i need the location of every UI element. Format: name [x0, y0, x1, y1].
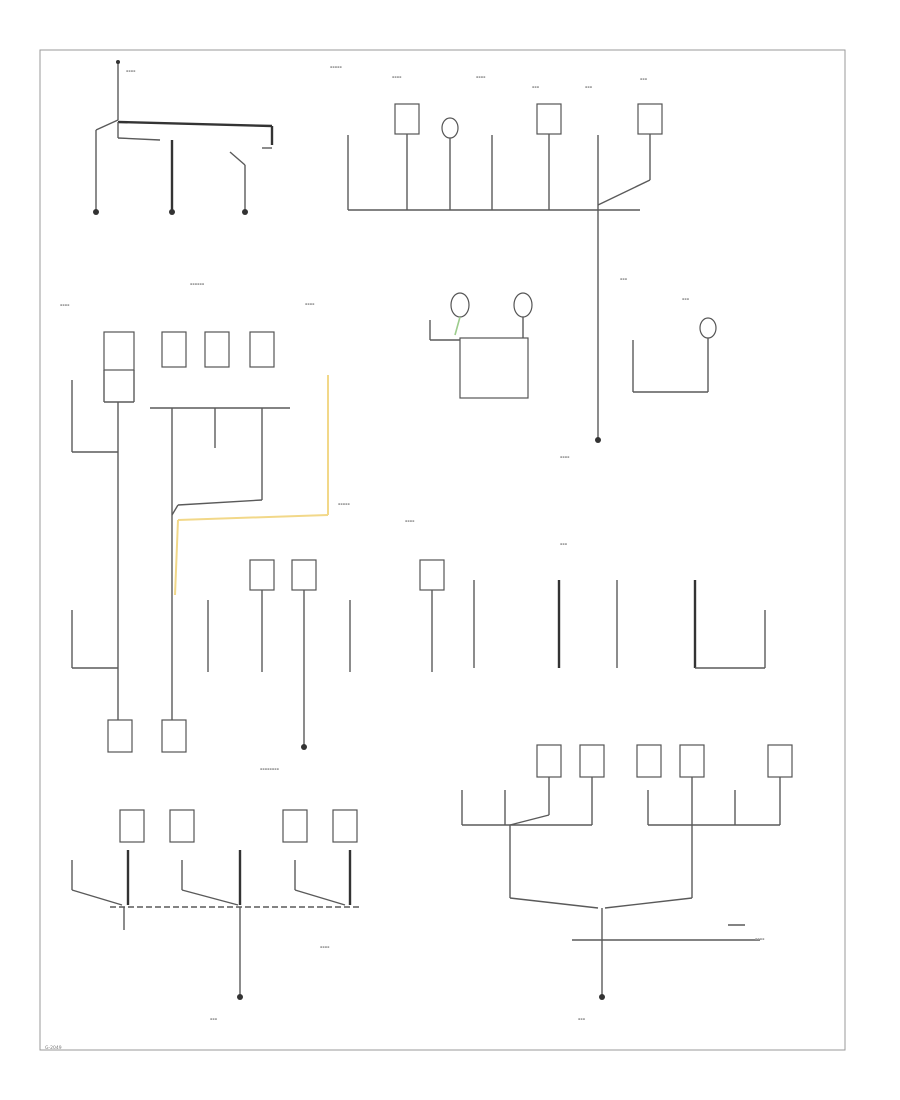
footer-code: G-2049 — [45, 1045, 62, 1051]
svg-text:▪▪▪▪: ▪▪▪▪ — [476, 75, 486, 79]
component-box — [291, 559, 317, 591]
module-box — [459, 337, 529, 399]
component-box — [767, 744, 793, 778]
component-box — [536, 744, 562, 778]
svg-text:▪▪▪▪▪▪: ▪▪▪▪▪▪ — [190, 282, 205, 286]
left-middle-group — [71, 331, 329, 753]
battery-cable-section — [93, 60, 274, 215]
svg-text:▪▪▪: ▪▪▪ — [682, 297, 690, 301]
component-box — [161, 331, 187, 368]
component-box — [249, 559, 275, 591]
component-box — [204, 331, 230, 368]
svg-text:▪▪▪▪: ▪▪▪▪ — [320, 945, 330, 949]
svg-text:▪▪▪▪: ▪▪▪▪ — [392, 75, 402, 79]
faint-labels: ▪▪▪▪ ▪▪▪▪▪ ▪▪▪▪ ▪▪▪▪ ▪▪▪ ▪▪▪ ▪▪▪ ▪▪▪▪ ▪▪… — [60, 65, 765, 1021]
svg-text:▪▪▪: ▪▪▪ — [532, 85, 540, 89]
lamp-symbol — [441, 117, 459, 139]
component-box — [119, 809, 145, 843]
lamp-symbol — [513, 292, 533, 318]
lamp-symbol — [450, 292, 470, 318]
component-box — [282, 809, 308, 843]
lamp-symbol — [699, 317, 717, 339]
svg-text:▪▪▪: ▪▪▪ — [560, 542, 568, 546]
svg-text:▪▪▪▪▪▪▪▪: ▪▪▪▪▪▪▪▪ — [260, 767, 280, 771]
component-box — [679, 744, 705, 778]
component-box — [332, 809, 358, 843]
component-box — [394, 103, 420, 135]
component-box — [103, 331, 135, 371]
svg-text:▪▪▪: ▪▪▪ — [620, 277, 628, 281]
diagram-frame — [39, 49, 846, 1051]
svg-text:▪▪▪▪: ▪▪▪▪ — [60, 303, 70, 307]
svg-text:▪▪▪: ▪▪▪ — [585, 85, 593, 89]
svg-text:▪▪▪: ▪▪▪ — [210, 1017, 218, 1021]
svg-text:▪▪▪▪: ▪▪▪▪ — [405, 519, 415, 523]
component-box — [536, 103, 562, 135]
svg-text:▪▪▪: ▪▪▪ — [578, 1017, 586, 1021]
component-box — [161, 719, 187, 753]
top-right-ground-bus — [347, 103, 663, 443]
component-box — [579, 744, 605, 778]
bottom-right-ground-bus — [461, 744, 793, 1000]
svg-text:▪▪▪▪▪: ▪▪▪▪▪ — [330, 65, 342, 69]
svg-text:▪▪▪▪: ▪▪▪▪ — [755, 937, 765, 941]
component-box — [637, 103, 663, 135]
component-box — [636, 744, 662, 778]
svg-text:▪▪▪▪: ▪▪▪▪ — [305, 302, 315, 306]
right-lamp-ground — [632, 317, 717, 393]
component-box — [107, 719, 133, 753]
middle-lamp-module — [429, 292, 533, 399]
component-box — [169, 809, 195, 843]
svg-text:▪▪▪▪▪: ▪▪▪▪▪ — [338, 502, 350, 506]
component-box — [419, 559, 445, 591]
svg-text:▪▪▪▪: ▪▪▪▪ — [126, 69, 136, 73]
component-box — [249, 331, 275, 368]
svg-text:▪▪▪: ▪▪▪ — [640, 77, 648, 81]
bottom-left-ground-bus — [71, 809, 362, 1000]
center-row-group — [207, 559, 766, 750]
svg-text:▪▪▪▪: ▪▪▪▪ — [560, 455, 570, 459]
